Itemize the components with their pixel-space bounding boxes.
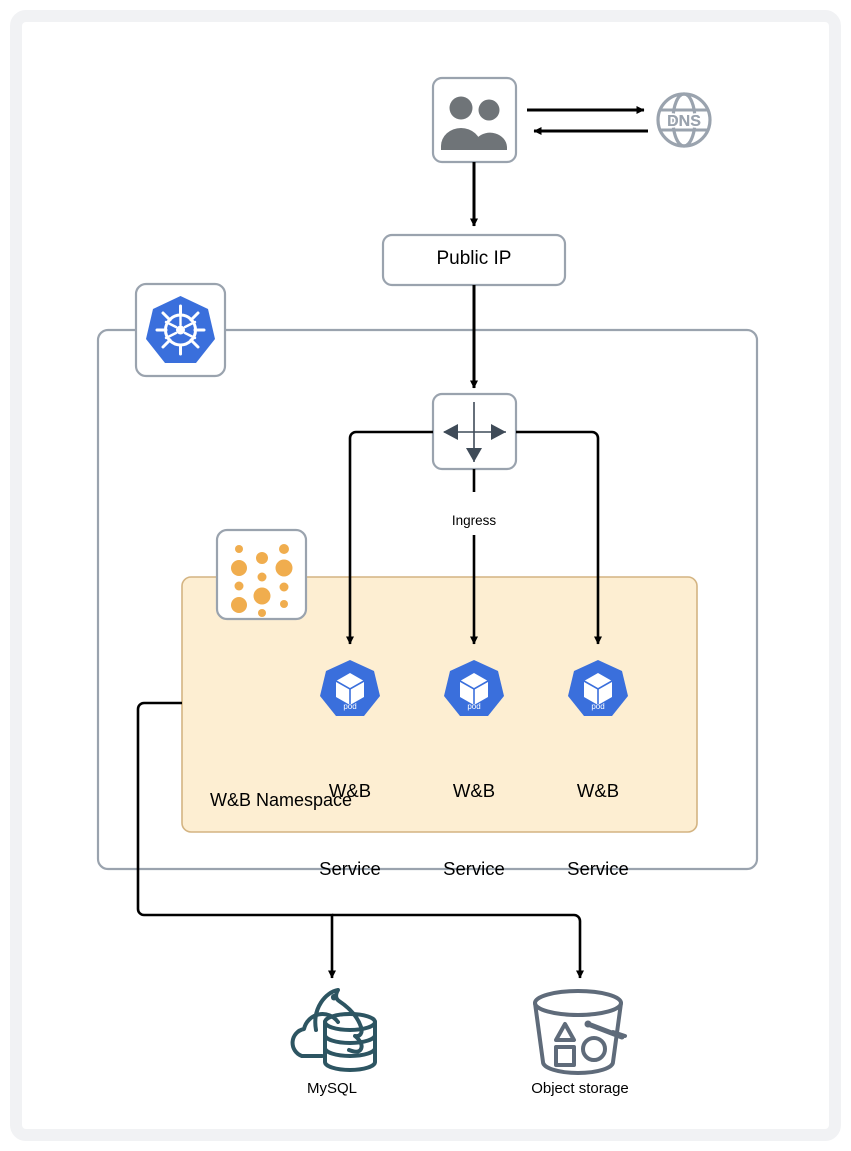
kubernetes-wheel-icon	[146, 296, 215, 363]
service-1-label-line1: W&B	[328, 780, 372, 801]
edge-ingress-to-service-3	[516, 430, 602, 645]
kubernetes-cluster-boundary	[96, 328, 759, 871]
service-3-label-line1: W&B	[576, 780, 620, 801]
namespace-dots-icon	[231, 544, 293, 617]
pod-badge-label-2: pod	[467, 702, 480, 711]
edge-namespace-to-object-storage	[332, 913, 584, 979]
namespace-boundary	[181, 576, 698, 833]
edge-namespace-to-mysql	[136, 701, 336, 979]
public-ip-label: Public IP	[436, 248, 512, 269]
service-2-label: W&B Service	[409, 726, 539, 934]
k8s-pod-icon-2: pod	[444, 660, 504, 716]
pod-badge-label-1: pod	[343, 702, 356, 711]
svg-text:DNS: DNS	[667, 113, 701, 130]
pod-badge-label-3: pod	[591, 702, 604, 711]
service-2-label-line2: Service	[443, 858, 505, 879]
k8s-pod-icon-1: pod	[320, 660, 380, 716]
mysql-label: MySQL	[306, 1080, 357, 1097]
service-3-label-line2: Service	[567, 858, 629, 879]
service-2-label-line1: W&B	[452, 780, 496, 801]
service-3-label: W&B Service	[533, 726, 663, 934]
object-storage-label: Object storage	[531, 1080, 629, 1097]
dns-label: DNS	[667, 113, 701, 130]
service-1-label-line2: Service	[319, 858, 381, 879]
globe-dns-icon	[656, 92, 712, 148]
service-1-label: W&B Service	[285, 726, 415, 934]
mysql-dolphin-icon	[290, 988, 377, 1072]
k8s-pod-icon-3: pod	[568, 660, 628, 716]
bucket-icon	[533, 989, 627, 1075]
ingress-label: Ingress	[451, 513, 497, 528]
users-icon	[441, 96, 507, 150]
ingress-arrows-icon	[443, 402, 506, 462]
namespace-label: W&B Namespace	[210, 790, 353, 810]
edge-ingress-to-service-1	[346, 430, 433, 645]
